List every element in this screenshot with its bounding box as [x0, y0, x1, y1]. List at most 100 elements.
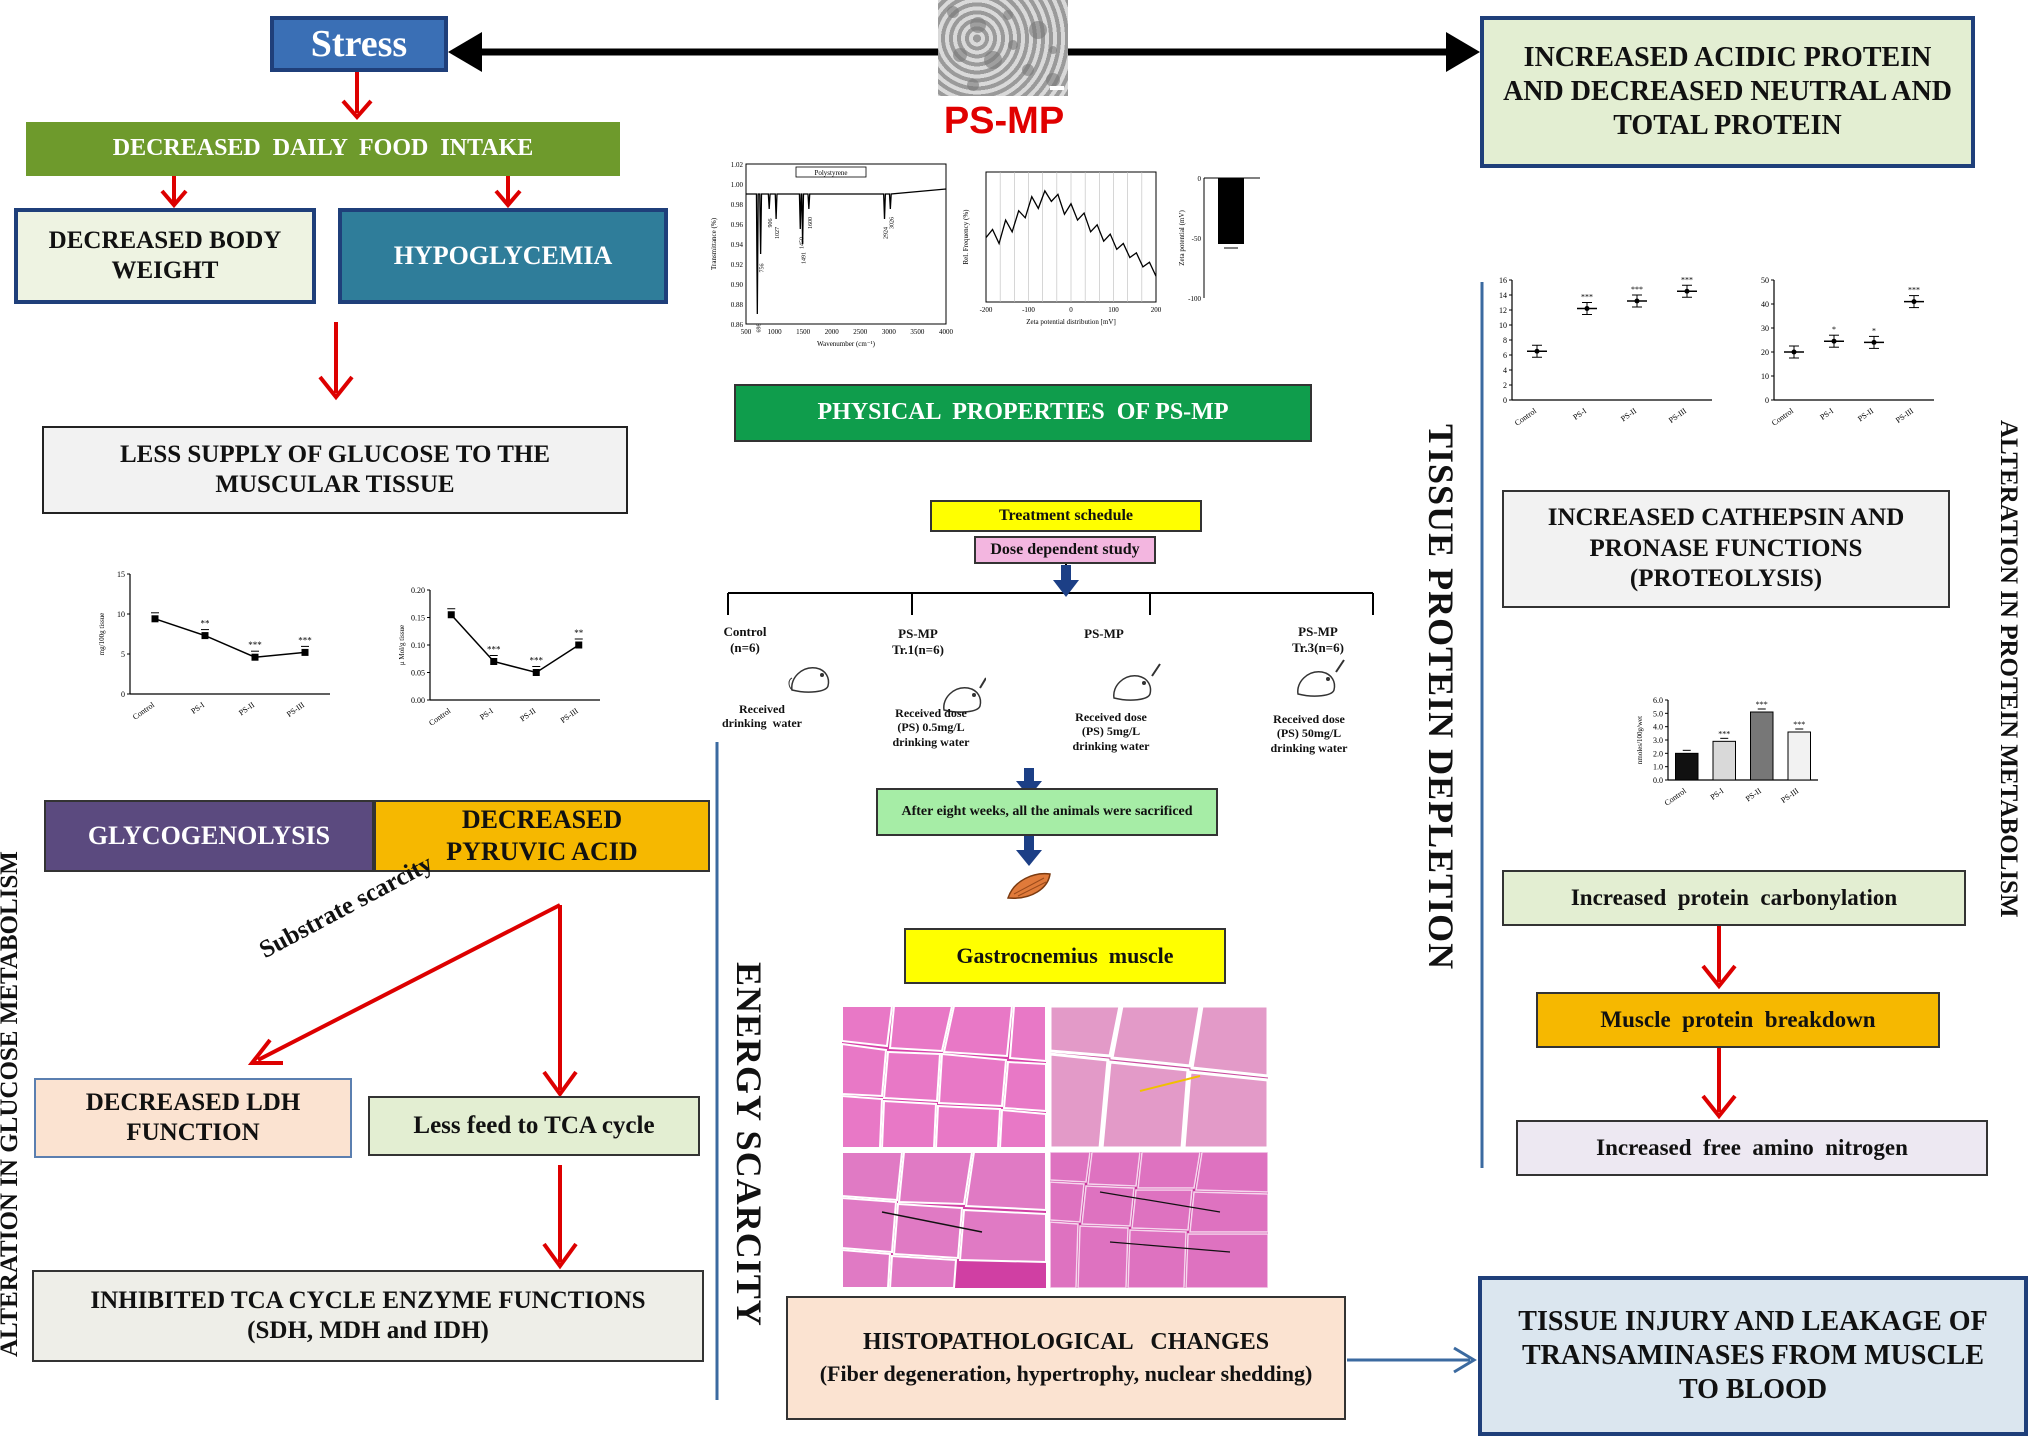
energy-scarcity-label: ENERGY SCARCITY: [728, 962, 770, 1362]
group-tr3-label: PS-MP Tr.3(n=6): [1292, 624, 1344, 655]
peak-label: 698: [756, 324, 762, 333]
decreased-ldh-text: DECREASED LDH FUNCTION: [85, 1088, 301, 1147]
y-axis-label: nmoles/100g/wet: [1636, 716, 1644, 764]
series-line: [154, 618, 306, 658]
significance-label: ***: [1718, 729, 1730, 738]
data-point: [447, 611, 455, 619]
significance-label: **: [574, 628, 584, 638]
data-point: [301, 648, 309, 656]
cathepsin-scatter-chart: 0246810121416µmoles tyrosine/100mg prote…: [1499, 275, 1712, 428]
arrow-head-right: [1446, 32, 1480, 72]
muscle-protein-breakdown-box: Muscle protein breakdown: [1536, 992, 1940, 1048]
inhibited-tca-box: INHIBITED TCA CYCLE ENZYME FUNCTIONS (SD…: [32, 1270, 704, 1362]
y-tick-label: 15: [117, 570, 125, 579]
y-tick-label: 0.94: [731, 241, 744, 249]
psmp-title: PS-MP: [915, 100, 1093, 142]
peak-label: 906: [768, 219, 774, 228]
data-point: [1831, 338, 1837, 344]
increased-acidic-protein-box: INCREASED ACIDIC PROTEIN AND DECREASED N…: [1480, 16, 1975, 168]
y-tick-label: 5.0: [1653, 709, 1663, 718]
x-axis-label: Zeta potential distribution [mV]: [1026, 318, 1116, 326]
decreased-pyruvic-box: DECREASED PYRUVIC ACID: [374, 800, 710, 872]
y-tick-label: 10: [1499, 321, 1507, 330]
y-tick-label: 14: [1499, 291, 1507, 300]
pyruvic-line-chart: 0.000.050.100.150.20μ Mol/g tissueContro…: [398, 586, 600, 728]
hypoglycemia-box: HYPOGLYCEMIA: [338, 208, 668, 304]
y-tick-label: 16: [1499, 276, 1507, 285]
y-tick-label: 0.00: [411, 696, 425, 705]
x-tick-label: 1000: [768, 328, 783, 336]
x-tick-label: PS-II: [237, 700, 256, 717]
y-tick-label: 6.0: [1653, 696, 1663, 705]
stress-box: Stress: [270, 16, 448, 72]
free-amino-nitrogen-box: Increased free amino nitrogen: [1516, 1120, 1988, 1176]
histology-panel-a: [842, 1006, 1046, 1148]
stress-label: Stress: [310, 22, 408, 65]
muscle-breakdown-text: Muscle protein breakdown: [1600, 1006, 1876, 1032]
y-tick-label: 10: [117, 610, 125, 619]
y-tick-label: 0.0: [1653, 776, 1663, 785]
tissue-injury-text: TISSUE INJURY AND LEAKAGE OF TRANSAMINAS…: [1518, 1305, 1988, 1406]
data-point: [490, 658, 498, 665]
treatment-schedule-text: Treatment schedule: [998, 507, 1134, 525]
histology-texture: [1050, 1006, 1268, 1148]
hypoglycemia-text: HYPOGLYCEMIA: [393, 241, 613, 271]
bar: [1787, 731, 1811, 781]
less-glucose-text: LESS SUPPLY OF GLUCOSE TO THE MUSCULAR T…: [119, 440, 551, 499]
data-point: [1684, 288, 1690, 294]
y-tick-label: 0.20: [411, 586, 425, 595]
less-glucose-box: LESS SUPPLY OF GLUCOSE TO THE MUSCULAR T…: [42, 426, 628, 514]
y-tick-label: 1.02: [731, 161, 744, 169]
y-tick-label: 0.90: [731, 281, 744, 289]
y-tick-label: 1.00: [731, 181, 744, 189]
data-point: [532, 669, 540, 676]
y-tick-label: 2: [1503, 381, 1507, 390]
x-tick-label: Control: [427, 706, 453, 728]
mouse-icon: [1113, 663, 1161, 701]
data-point: [201, 632, 209, 640]
significance-label: ***: [1631, 285, 1643, 294]
decreased-food-intake-box: DECREASED DAILY FOOD INTAKE: [26, 122, 620, 176]
spectrum-line: [746, 188, 947, 315]
data-point: [1911, 299, 1917, 305]
x-tick-label: -200: [980, 306, 993, 314]
x-tick-label: PS-II: [1744, 786, 1763, 803]
significance-label: *: [1872, 326, 1876, 335]
significance-label: ***: [298, 635, 312, 645]
histology-panel-c: [842, 1152, 1046, 1288]
after-eight-weeks-text: After eight weeks, all the animals were …: [901, 804, 1193, 820]
bar: [1675, 752, 1699, 781]
x-axis-label: Wavenumber (cm⁻¹): [817, 340, 876, 348]
x-tick-label: PS-III: [1894, 406, 1915, 425]
y-tick-label: 0: [121, 690, 125, 699]
inhibited-tca-text: INHIBITED TCA CYCLE ENZYME FUNCTIONS (SD…: [90, 1286, 646, 1345]
micrograph-texture: [947, 6, 1064, 91]
y-tick-label: 4: [1503, 366, 1507, 375]
y-tick-label: 0.10: [411, 641, 425, 650]
gastrocnemius-text: Gastrocnemius muscle: [956, 942, 1174, 968]
y-tick-label: 5: [121, 650, 125, 659]
y-tick-label: 50: [1761, 276, 1769, 285]
physical-properties-box: PHYSICAL PROPERTIES OF PS-MP: [734, 384, 1312, 442]
x-tick-label: Control: [1663, 786, 1689, 808]
y-axis-label: μ Mol/g tissue: [398, 625, 406, 665]
x-tick-label: 0: [1069, 306, 1073, 314]
significance-label: ***: [487, 645, 501, 655]
tissue-protein-depletion-label: TISSUE PROTEIN DEPLETION: [1420, 424, 1462, 1024]
x-tick-label: PS-II: [1856, 406, 1875, 423]
x-tick-label: PS-I: [189, 700, 206, 716]
x-tick-label: PS-III: [285, 700, 306, 719]
increased-cathepsin-text: INCREASED CATHEPSIN AND PRONASE FUNCTION…: [1547, 504, 1905, 593]
protein-carbonylation-box: Increased protein carbonylation: [1502, 870, 1966, 926]
pronase-scatter-chart: 01020304050µmoles tyrosine/100mg protein…: [1761, 276, 1934, 428]
legend-label: Polystyrene: [814, 169, 847, 177]
x-tick-label: PS-III: [559, 706, 580, 725]
y-tick-label: 0.88: [731, 301, 744, 309]
y-tick-label: 0.05: [411, 669, 425, 678]
y-axis-label: Rel. Frequency (%): [962, 209, 970, 265]
significance-label: ***: [1581, 293, 1593, 302]
decreased-body-weight-text: DECREASED BODY WEIGHT: [48, 226, 282, 285]
group-control-label: Control (n=6): [723, 624, 767, 655]
